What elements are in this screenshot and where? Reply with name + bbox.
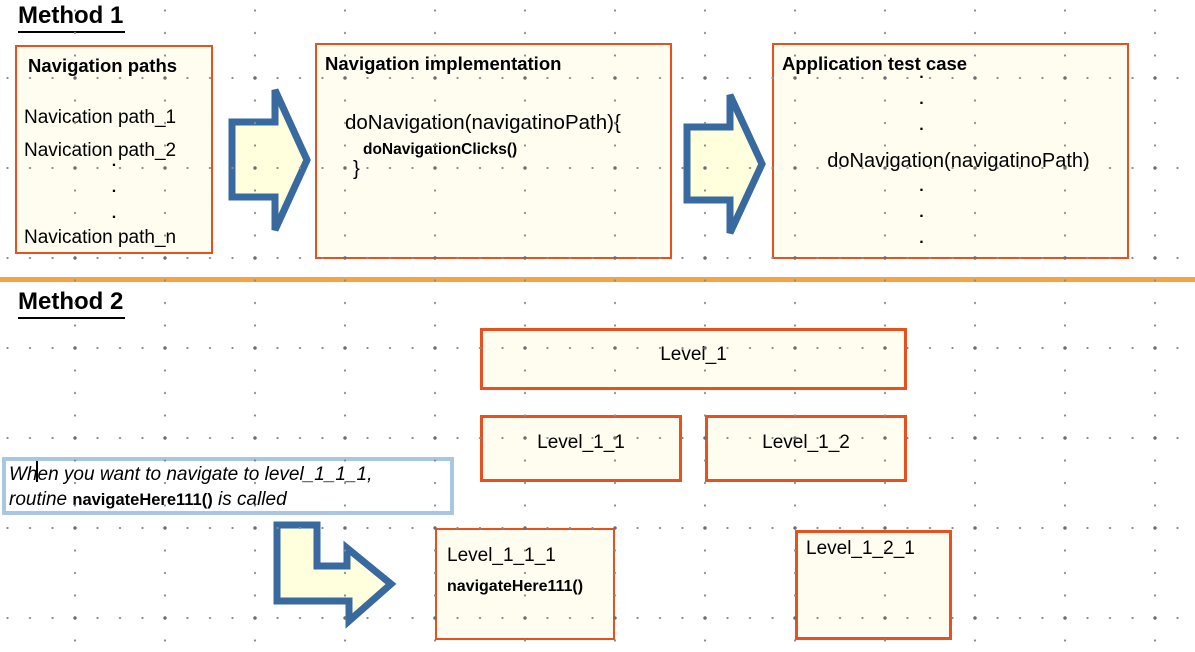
navigation-paths-title: Navigation paths	[28, 55, 178, 76]
level-1-1-label: Level_1_1	[537, 432, 625, 453]
level-1-2-label: Level_1_2	[762, 432, 850, 453]
navigation-path-n: Navication path_n	[24, 227, 177, 248]
callout-line2-pre: routine	[9, 489, 73, 510]
block-arrow-right-2-icon[interactable]	[683, 93, 766, 235]
application-testcase-box[interactable]: Application test case . . . doNavigation…	[772, 43, 1129, 259]
callout-line2: routine navigateHere111() is called	[9, 487, 450, 513]
navigation-implementation-title: Navigation implementation	[325, 53, 562, 74]
level-1-1-1-box[interactable]: Level_1_1_1 navigateHere111()	[435, 528, 615, 640]
level-1-1-1-routine: navigateHere111()	[447, 578, 584, 595]
callout-note[interactable]: When you want to navigate to level_1_1_1…	[2, 457, 454, 515]
level-1-2-1-label: Level_1_2_1	[806, 538, 915, 559]
level-1-1-1-label: Level_1_1_1	[447, 545, 556, 566]
callout-line2-post: is called	[212, 489, 287, 510]
code-donavigation-open: doNavigation(navigatinoPath){	[345, 111, 621, 134]
level-1-2-1-box[interactable]: Level_1_2_1	[795, 530, 952, 640]
testcase-code: doNavigation(navigatinoPath)	[827, 150, 1090, 172]
block-arrow-right-1-icon[interactable]	[228, 88, 311, 232]
text-caret	[36, 461, 38, 482]
callout-routine-name: navigateHere111()	[72, 491, 213, 509]
navigation-paths-box[interactable]: Navigation paths Navication path_1 Navic…	[15, 45, 213, 254]
navigation-implementation-box[interactable]: Navigation implementation doNavigation(n…	[315, 43, 672, 259]
navigation-path-1: Navication path_1	[24, 107, 177, 128]
method2-heading: Method 2	[18, 288, 126, 319]
level-1-box[interactable]: Level_1	[480, 328, 907, 390]
level-1-1-box[interactable]: Level_1_1	[480, 415, 682, 482]
section-divider-line[interactable]	[0, 277, 1195, 282]
code-donavigationclicks: doNavigationClicks()	[363, 141, 518, 158]
method1-heading: Method 1	[18, 2, 126, 33]
testcase-dots-above: . . .	[919, 65, 924, 134]
level-1-2-box[interactable]: Level_1_2	[705, 415, 907, 482]
code-closing-brace: }	[353, 157, 360, 180]
paths-ellipsis-dots: . . .	[111, 153, 117, 222]
level-1-label: Level_1	[660, 344, 727, 365]
testcase-dots-below: . . .	[919, 178, 924, 247]
bent-arrow-right-icon[interactable]	[273, 521, 397, 629]
callout-line1: When you want to navigate to level_1_1_1…	[9, 464, 373, 485]
